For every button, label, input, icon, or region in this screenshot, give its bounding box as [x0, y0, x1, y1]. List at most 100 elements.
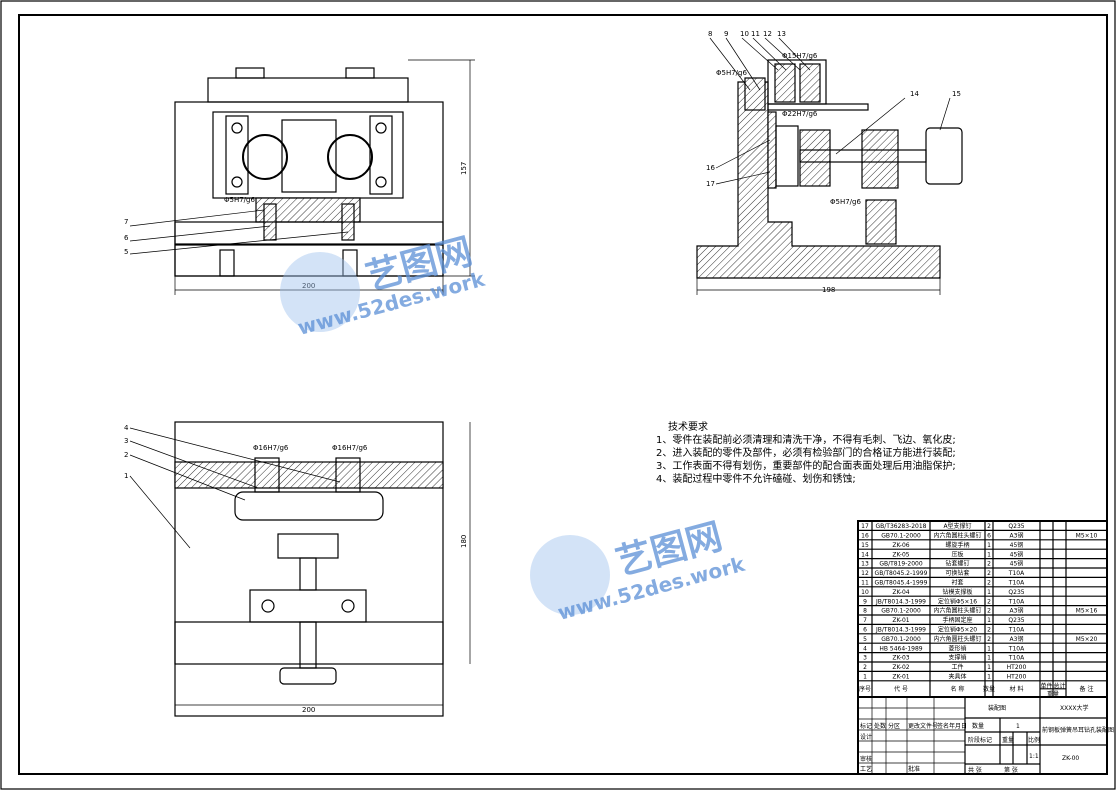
svg-text:9: 9 — [724, 30, 728, 38]
bom-cell: JB/T8014.3-1999 — [875, 627, 926, 634]
bom-cell: 2 — [987, 608, 991, 615]
svg-text:12: 12 — [763, 30, 772, 38]
bom-cell: Q235 — [1008, 589, 1024, 596]
bom-cell: T10A — [1008, 570, 1025, 577]
bom-cell: 9 — [863, 598, 867, 605]
bom-cell: GB/T819-2000 — [879, 561, 923, 568]
bom-cell: M5×20 — [1076, 636, 1098, 643]
bom-header-no: 序号 — [859, 685, 871, 693]
bom-cell: ZK-03 — [892, 655, 909, 662]
bom-cell: 1 — [987, 589, 991, 596]
bom-cell: 内六角圆柱头螺钉 — [933, 607, 981, 615]
svg-text:8: 8 — [708, 30, 712, 38]
bom-cell: 定位销Φ5×20 — [938, 626, 977, 634]
bom-cell: 2 — [987, 627, 991, 634]
bom-cell: 16 — [861, 533, 869, 540]
dim-width: 200 — [302, 282, 315, 290]
bom-cell: 2 — [987, 523, 991, 530]
bom-cell: 支撑销 — [948, 654, 966, 662]
svg-text:处数: 处数 — [874, 722, 886, 730]
bom-cell: 1 — [987, 664, 991, 671]
svg-text:1:1: 1:1 — [1029, 753, 1039, 760]
bom-cell: 6 — [987, 533, 991, 540]
bom-header-material: 材 料 — [1010, 685, 1024, 693]
requirement-item: 4、装配过程中零件不允许磕碰、划伤和锈蚀; — [656, 472, 856, 485]
bom-cell: Q235 — [1008, 617, 1024, 624]
svg-text:标记: 标记 — [860, 722, 872, 730]
side-balloons: 8 9 10 11 12 13 14 15 16 17 — [706, 30, 961, 188]
svg-text:比例: 比例 — [1028, 736, 1040, 744]
bom-cell: 45钢 — [1010, 550, 1024, 558]
bom-cell: 夹具体 — [948, 673, 966, 681]
svg-text:16: 16 — [706, 164, 715, 172]
svg-text:13: 13 — [777, 30, 786, 38]
bom-cell: A型支撑钉 — [943, 522, 971, 530]
bom-cell: 15 — [861, 542, 869, 549]
svg-text:4: 4 — [124, 424, 129, 432]
svg-text:10: 10 — [740, 30, 749, 38]
bom-cell: 钻套螺钉 — [945, 560, 969, 568]
bom-header-total: 总计 — [1053, 682, 1065, 690]
bom-cell: 螺旋手柄 — [945, 541, 969, 549]
bom-cell: ZK-01 — [892, 674, 909, 681]
bom-cell: M5×16 — [1076, 608, 1098, 615]
requirement-item: 2、进入装配的零件及部件，必须有检验部门的合格证方能进行装配; — [656, 446, 956, 459]
bom-cell: 3 — [863, 655, 867, 662]
svg-text:第 张: 第 张 — [1004, 766, 1018, 774]
bom-cell: 钻模支撑板 — [942, 588, 972, 596]
bom-cell: M5×10 — [1076, 533, 1098, 540]
bom-header-code: 代 号 — [894, 685, 908, 693]
bom-cell: 菱形销 — [948, 644, 966, 652]
dim-width: 198 — [822, 286, 835, 294]
balloon-5: 5 — [124, 248, 128, 256]
bom-cell: 17 — [861, 523, 869, 530]
svg-text:审核: 审核 — [860, 755, 872, 763]
svg-text:共 张: 共 张 — [968, 766, 982, 774]
bom-cell: 内六角圆柱头螺钉 — [933, 635, 981, 643]
bom-cell: 手柄固定座 — [942, 616, 972, 624]
svg-text:数量: 数量 — [972, 722, 984, 730]
bom-cell: 2 — [987, 598, 991, 605]
bom-cell: 可换钻套 — [945, 569, 969, 577]
bom-cell: ZK-06 — [892, 542, 909, 549]
frame — [18, 14, 1108, 775]
bom-cell: 工件 — [951, 663, 963, 671]
bom-header-remark: 备 注 — [1080, 685, 1094, 693]
technical-requirements: 技术要求 1、零件在装配前必须清理和清洗干净，不得有毛刺、飞边、氧化皮; 2、进… — [656, 420, 956, 485]
bom-cell: JB/T8014.3-1999 — [875, 598, 926, 605]
bom-cell: A3钢 — [1010, 607, 1024, 615]
bom-header-unit: 单件 — [1040, 682, 1052, 690]
bom-cell: ZK-01 — [892, 617, 909, 624]
fit-label: Φ5H7/g6 — [716, 69, 747, 77]
svg-text:设计: 设计 — [860, 733, 872, 741]
fit-label: Φ22H7/g6 — [782, 110, 818, 118]
bom-cell: 14 — [861, 551, 869, 558]
bom-cell: 8 — [863, 608, 867, 615]
bom-cell: 定位销Φ5×16 — [938, 597, 977, 605]
bom-cell: HT200 — [1007, 664, 1027, 671]
bom-cell: 6 — [863, 627, 867, 634]
svg-text:ZK-00: ZK-00 — [1062, 755, 1079, 762]
balloon-7: 7 — [124, 218, 128, 226]
bom-cell: 2 — [987, 636, 991, 643]
bom-cell: 压板 — [951, 550, 963, 558]
bom-cell: GB70.1-2000 — [881, 636, 921, 643]
bom-cell: HT200 — [1007, 674, 1027, 681]
svg-text:阶段标记: 阶段标记 — [968, 736, 992, 744]
bom-cell: A3钢 — [1010, 635, 1024, 643]
bom-cell: A3钢 — [1010, 532, 1024, 540]
side-view: 198 Φ5H7/g6 Φ15H7/g6 Φ22H7/g6 Φ5H7/g6 8 … — [696, 30, 963, 295]
svg-text:1: 1 — [124, 472, 128, 480]
fit-label: Φ5H7/g6 — [224, 196, 255, 204]
front-view: 200 157 Φ5H7/g6 7 6 5 — [124, 59, 475, 295]
bom-cell: ZK-04 — [892, 589, 909, 596]
bom-cell: 1 — [987, 542, 991, 549]
bom-cell: 45钢 — [1010, 541, 1024, 549]
title-block: 装配图 XXXX大学 数量 1 前钢板弹簧吊耳钻孔装配图 阶段标记 重量 比例 … — [857, 696, 1114, 775]
bom-cell: 4 — [863, 645, 867, 652]
svg-text:14: 14 — [910, 90, 919, 98]
bom-cell: 12 — [861, 570, 869, 577]
bom-cell: T10A — [1008, 627, 1025, 634]
bom-cell: 衬套 — [951, 579, 963, 587]
